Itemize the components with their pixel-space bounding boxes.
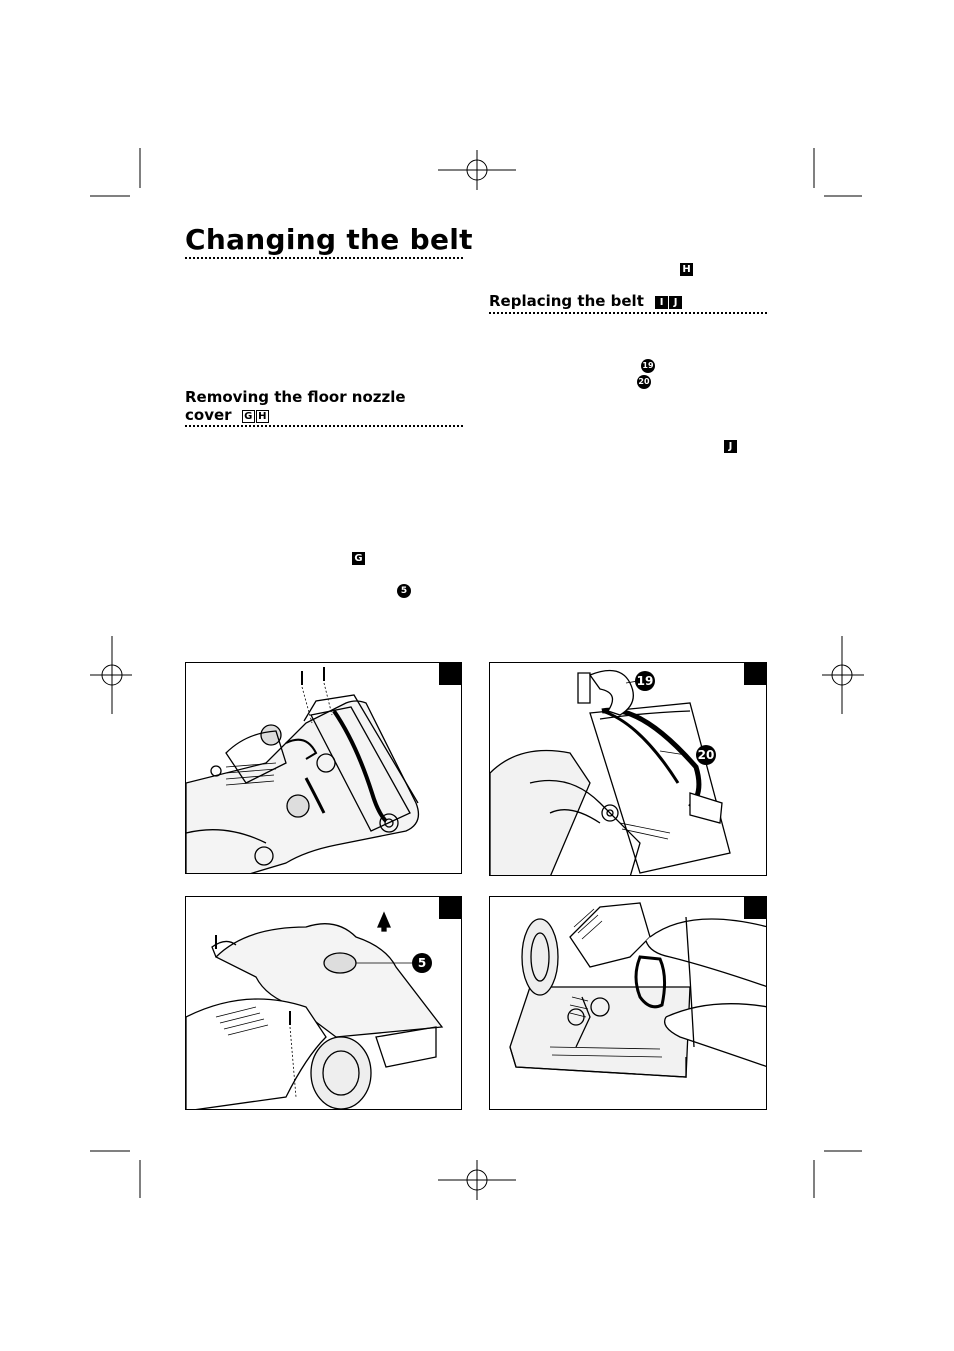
figure-j-corner-tab xyxy=(744,897,766,919)
figure-g-illustration xyxy=(186,667,420,873)
replacing-belt-divider xyxy=(489,312,767,314)
figure-i-belt-and-roller: 19 20 xyxy=(489,662,767,876)
removing-cover-heading-line1: Removing the floor nozzle xyxy=(185,388,406,406)
page-title: Changing the belt xyxy=(185,223,473,256)
heading-ref-g: G xyxy=(241,410,255,423)
ref-circle-19: 19 xyxy=(641,359,655,373)
figure-i-callout-19: 19 xyxy=(635,671,655,691)
heading-ref-j: J xyxy=(669,296,683,309)
heading-ref-h: H xyxy=(255,410,269,423)
figure-h-illustration xyxy=(186,911,444,1109)
removing-cover-heading-line2: cover xyxy=(185,406,232,424)
ref-badge-g: G xyxy=(352,552,365,565)
figure-j-illustration xyxy=(509,902,766,1078)
ref-circle-5: 5 xyxy=(397,584,411,598)
figure-i-callout-20: 20 xyxy=(696,745,716,765)
figure-h-corner-tab xyxy=(439,897,461,919)
figure-h-lift-cover: 5 xyxy=(185,896,462,1110)
ref-badge-h: H xyxy=(680,263,693,276)
replacing-belt-heading-text: Replacing the belt xyxy=(489,292,644,310)
title-divider xyxy=(185,257,463,259)
figure-g-floor-nozzle-screws xyxy=(185,662,462,874)
heading-ref-i: I xyxy=(655,296,669,309)
figure-i-corner-tab xyxy=(744,663,766,685)
figure-g-corner-tab xyxy=(439,663,461,685)
ref-badge-j: J xyxy=(724,440,737,453)
figure-i-illustration xyxy=(490,669,731,875)
figure-j-hands-fitting-belt xyxy=(489,896,767,1110)
ref-circle-20: 20 xyxy=(637,375,651,389)
figure-h-callout-5: 5 xyxy=(412,953,432,973)
removing-cover-divider xyxy=(185,425,463,427)
